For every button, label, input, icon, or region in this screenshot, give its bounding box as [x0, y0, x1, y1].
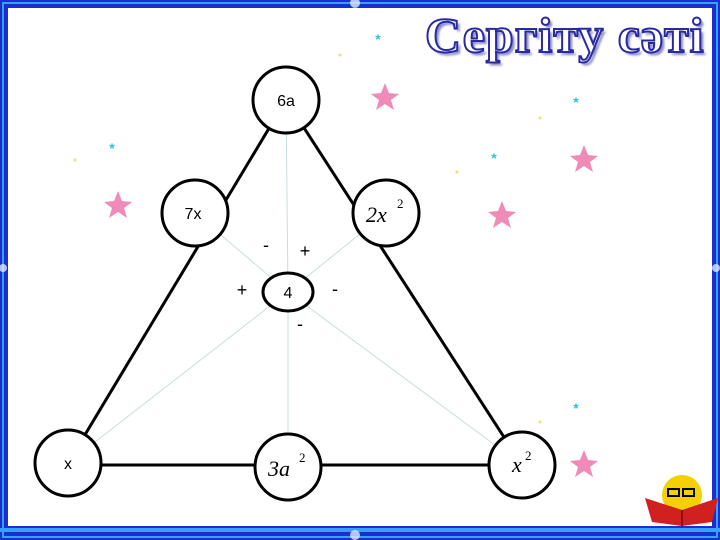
- exponent: 2: [397, 196, 404, 211]
- star-icon: [488, 201, 516, 228]
- star-decorations: [104, 83, 598, 477]
- sparkle-decorations: * * * * *: [109, 31, 579, 416]
- star-icon: [570, 450, 598, 477]
- node-upper-left: [160, 178, 230, 248]
- reading-smiley-icon: [645, 475, 718, 526]
- sign-right: -: [332, 279, 338, 299]
- exponent: 2: [299, 450, 306, 465]
- title-area: Сергіту сәті: [8, 8, 712, 524]
- node-bottom-middle-label: 3a: [267, 456, 290, 481]
- node-bottom-middle: [253, 432, 323, 502]
- svg-text:*: *: [491, 150, 497, 166]
- sign-upper-left: -: [263, 235, 269, 255]
- node-bottom-left-label: x: [64, 456, 72, 473]
- slide-title: Сергіту сәті: [424, 8, 705, 64]
- node-upper-left-label: 7x: [185, 206, 202, 223]
- star-icon: [570, 145, 598, 172]
- exponent: 2: [525, 448, 532, 463]
- node-upper-right: [351, 178, 421, 248]
- node-top: [251, 65, 321, 135]
- svg-text:*: *: [573, 94, 579, 110]
- node-bottom-right: [487, 430, 557, 500]
- svg-text:*: *: [573, 400, 579, 416]
- node-bottom-left: [33, 428, 103, 498]
- node-upper-right-label: 2x: [366, 202, 387, 227]
- node-top-label: 6a: [277, 93, 295, 110]
- sign-bottom: -: [297, 314, 303, 334]
- svg-text:*: *: [109, 140, 115, 156]
- star-icon: [371, 83, 399, 110]
- node-center-label: 4: [284, 285, 293, 302]
- svg-text:*: *: [375, 31, 381, 47]
- star-icon: [104, 191, 132, 218]
- sign-left: +: [237, 280, 248, 300]
- node-bottom-right-label: x: [511, 452, 522, 477]
- node-center: [261, 271, 315, 313]
- sign-upper-right: +: [300, 241, 311, 261]
